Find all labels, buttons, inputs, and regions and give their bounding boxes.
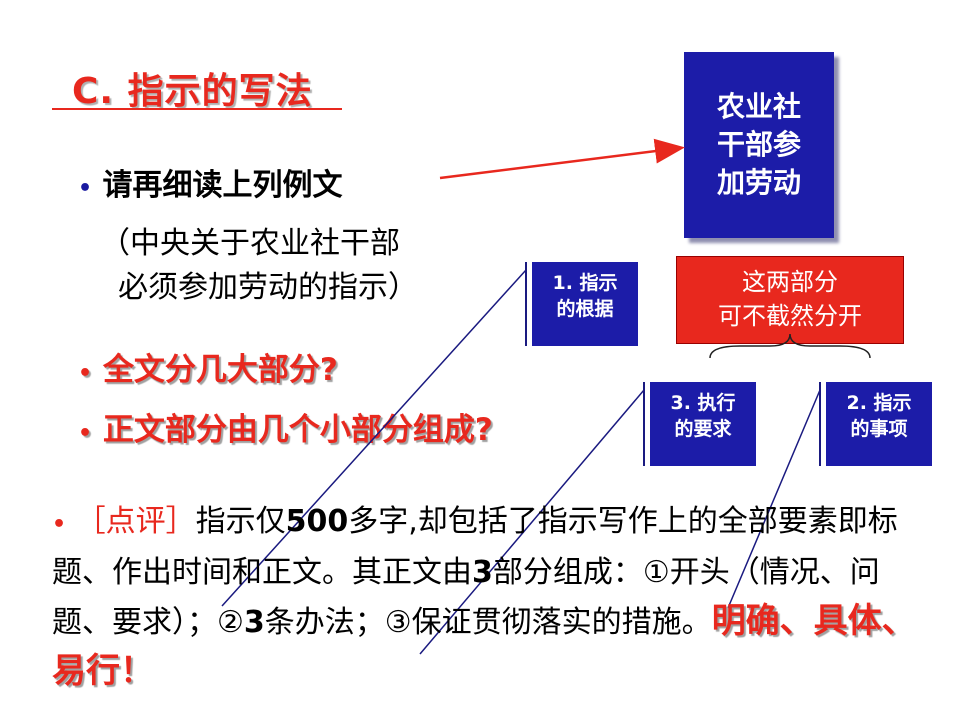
comment-text: 条办法；③保证贯彻落实的措施。 <box>264 605 712 640</box>
comment-paragraph: • ［点评］指示仅500多字,却包括了指示写作上的全部要素即标题、作出时间和正文… <box>52 498 932 697</box>
arrow-line <box>439 138 685 180</box>
intro-paren-line2: 必须参加劳动的指示） <box>118 270 418 305</box>
part-line: 的要求 <box>674 418 732 440</box>
comment-lead: 指示仅 <box>195 504 286 539</box>
intro-bullet: • 请再细读上列例文 <box>78 160 343 204</box>
intro-text: 请再细读上列例文 <box>102 168 343 203</box>
comment-number: 3 <box>472 555 493 590</box>
topic-box: 农业社 干部参 加劳动 <box>684 52 834 238</box>
page-title: C. 指示的写法 <box>72 71 313 112</box>
comment-number: 3 <box>243 605 265 640</box>
topic-line: 干部参 <box>716 128 801 161</box>
comment-text: 多字,却包括了指示写作上的全部要素即标题、作出时间和正文。其正文由 <box>52 504 898 590</box>
part-box-3: 3. 执行 的要求 <box>650 382 756 466</box>
part-line: 的根据 <box>556 298 614 320</box>
comment-tag: ［点评］ <box>75 504 196 539</box>
pointer-line <box>221 269 527 607</box>
intro-paren-line1: （中央关于农业社干部 <box>100 226 400 261</box>
bullet-icon: • <box>52 512 67 537</box>
part-line: 2. 指示 <box>846 392 912 414</box>
comment-count: 500 <box>285 504 349 539</box>
bullet-icon: • <box>78 421 93 446</box>
question-item: • 正文部分由几个小部分组成? <box>78 404 493 449</box>
topic-line: 加劳动 <box>716 166 801 199</box>
bullet-icon: • <box>78 176 93 201</box>
title-underline <box>52 108 342 110</box>
question-text: 全文分几大部分? <box>102 352 338 388</box>
comment-text: 部分组成：①开头（情况、问题、要求）；② <box>52 555 880 640</box>
pointer-line <box>727 389 821 609</box>
part-box-1: 1. 指示 的根据 <box>532 262 638 346</box>
pointer-line <box>419 389 645 655</box>
part-line: 的事项 <box>850 418 908 440</box>
part-box-2: 2. 指示 的事项 <box>826 382 932 466</box>
part-line: 3. 执行 <box>670 392 736 414</box>
note-line: 可不截然分开 <box>718 302 862 330</box>
question-text: 正文部分由几个小部分组成? <box>102 412 493 448</box>
question-item: • 全文分几大部分? <box>78 344 338 389</box>
note-line: 这两部分 <box>742 268 838 296</box>
topic-line: 农业社 <box>716 90 801 123</box>
part-line: 1. 指示 <box>552 272 618 294</box>
brace <box>709 333 871 359</box>
bullet-icon: • <box>78 361 93 386</box>
note-box: 这两部分 可不截然分开 <box>676 256 904 344</box>
comment-emphasis: 明确、具体、易行！ <box>52 601 916 691</box>
